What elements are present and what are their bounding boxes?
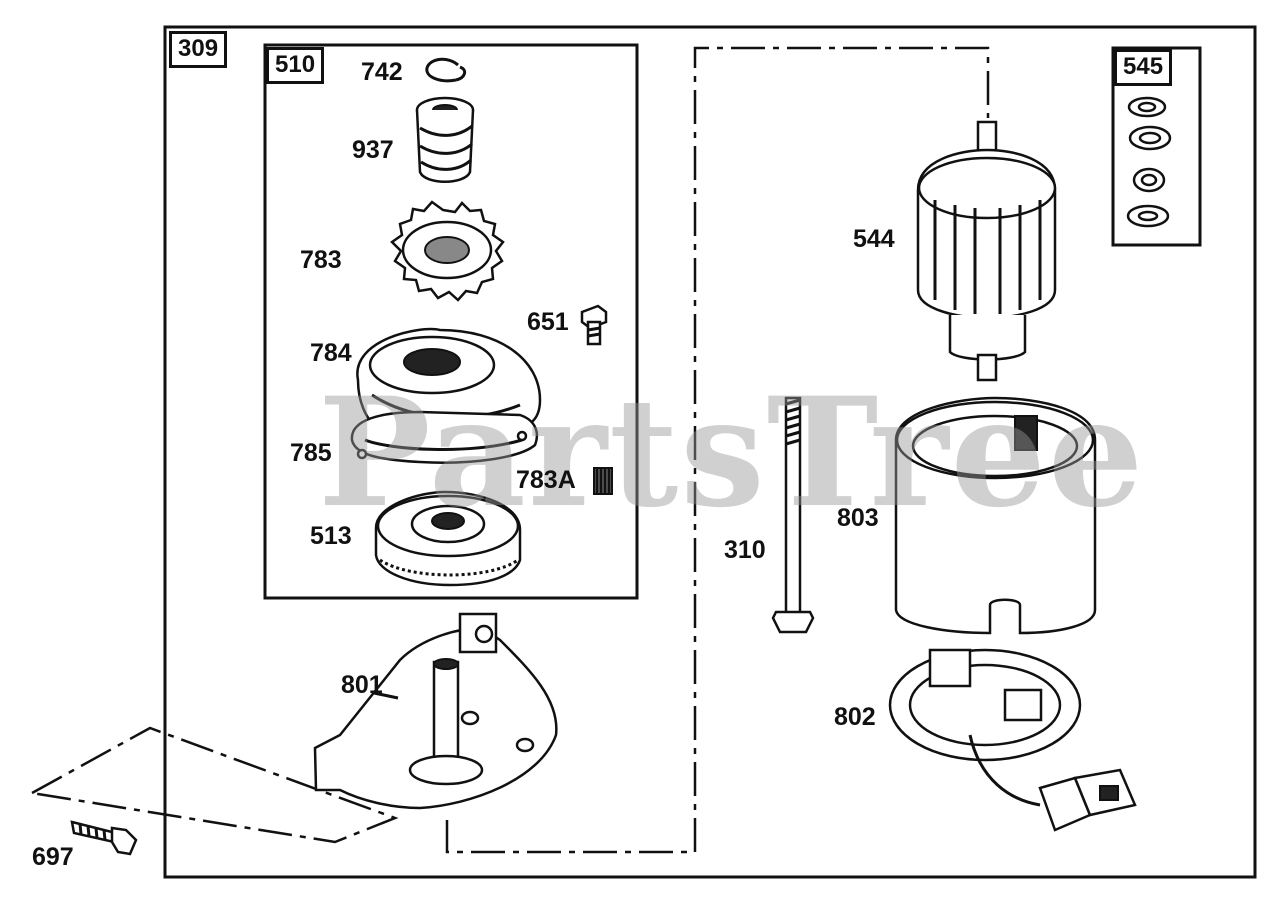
part-513-ring-gear [374, 490, 522, 587]
part-651-screw [580, 304, 608, 346]
assembly-line-right [445, 46, 990, 854]
part-801-drive-end [313, 612, 558, 810]
callout-801: 801 [341, 671, 383, 699]
callout-544: 544 [853, 225, 895, 253]
leader-801 [373, 691, 399, 700]
callout-513: 513 [310, 522, 352, 550]
part-697-bolt [70, 820, 138, 856]
group-label-510: 510 [266, 47, 325, 84]
callout-697: 697 [32, 843, 74, 871]
callout-310: 310 [724, 536, 766, 564]
part-544-armature [916, 120, 1057, 382]
kit-510-box [263, 43, 639, 600]
callout-803: 803 [837, 504, 879, 532]
group-label-545: 545 [1114, 49, 1173, 86]
part-937-drive [415, 96, 475, 183]
callout-651: 651 [527, 308, 569, 336]
part-783-gear [390, 200, 505, 302]
assembly-frame [163, 25, 1257, 879]
callout-784: 784 [310, 339, 352, 367]
callout-783a: 783A [516, 466, 576, 494]
part-783a-pinion [593, 467, 613, 495]
callout-742: 742 [361, 58, 403, 86]
callout-785: 785 [290, 439, 332, 467]
callout-937: 937 [352, 136, 394, 164]
part-785-gasket [350, 410, 539, 464]
part-310-bolt [771, 396, 815, 634]
callout-783: 783 [300, 246, 342, 274]
part-742-clip [425, 57, 467, 83]
kit-545-box [1111, 46, 1202, 247]
callout-802: 802 [834, 703, 876, 731]
frame-label-309: 309 [169, 31, 228, 68]
part-803-frame [894, 396, 1097, 635]
part-545-washers [1126, 96, 1172, 228]
part-784-housing [356, 327, 542, 432]
part-802-brush-plate [888, 648, 1137, 832]
assembly-line-697 [31, 726, 399, 844]
